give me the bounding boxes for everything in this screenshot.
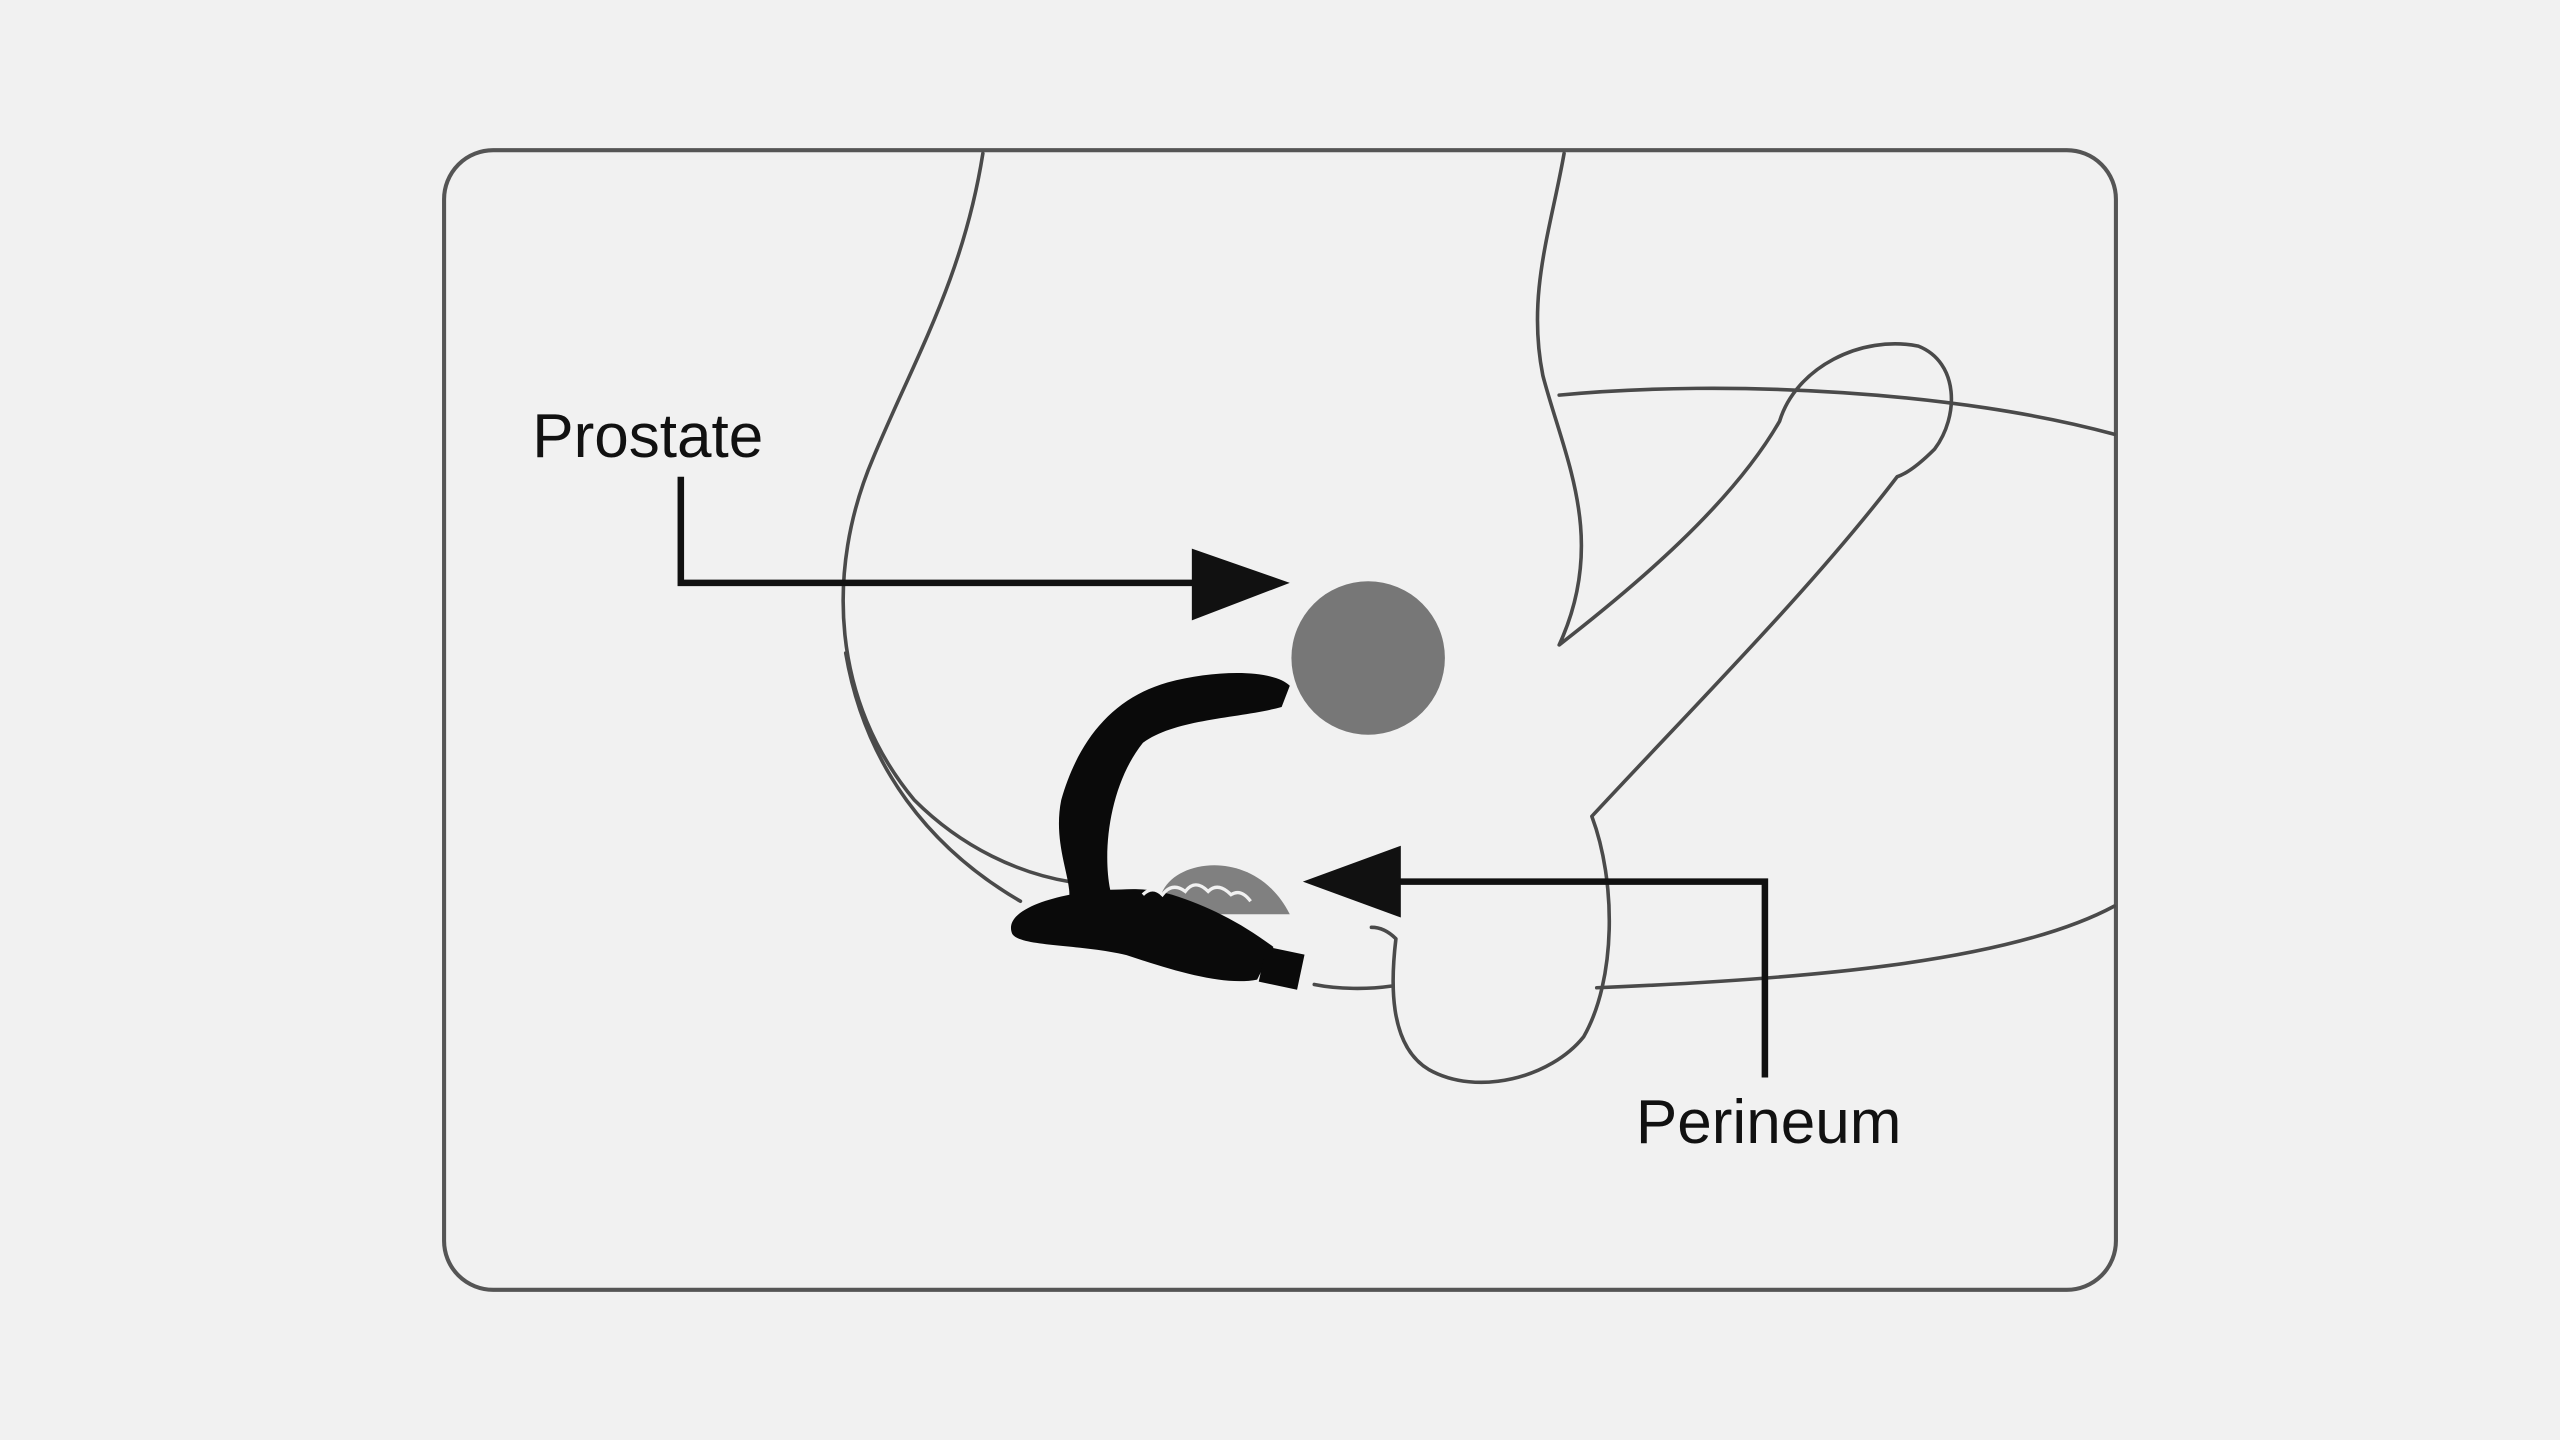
prostate-arrowhead <box>1191 548 1290 621</box>
perineum-arrowhead <box>1302 845 1401 918</box>
perineum-line <box>1312 982 1393 991</box>
thigh-upper-line <box>1557 386 2117 437</box>
thigh-lower-line <box>1594 904 2117 990</box>
device-tip <box>1258 946 1305 990</box>
device-ridge <box>1141 883 1252 903</box>
prostate-arrow-line <box>677 476 1209 587</box>
diagram-frame <box>442 148 2118 1292</box>
perineum-label: Perineum <box>1636 1088 1901 1157</box>
perineum-arrow-line <box>1387 878 1769 1078</box>
buttock-outline <box>841 151 1072 884</box>
torso-outline <box>1369 151 1954 1084</box>
prostate-organ <box>1291 581 1445 735</box>
buttock-lower-outline <box>843 651 1023 904</box>
prostate-label: Prostate <box>532 402 763 471</box>
massager-device <box>1010 673 1290 982</box>
